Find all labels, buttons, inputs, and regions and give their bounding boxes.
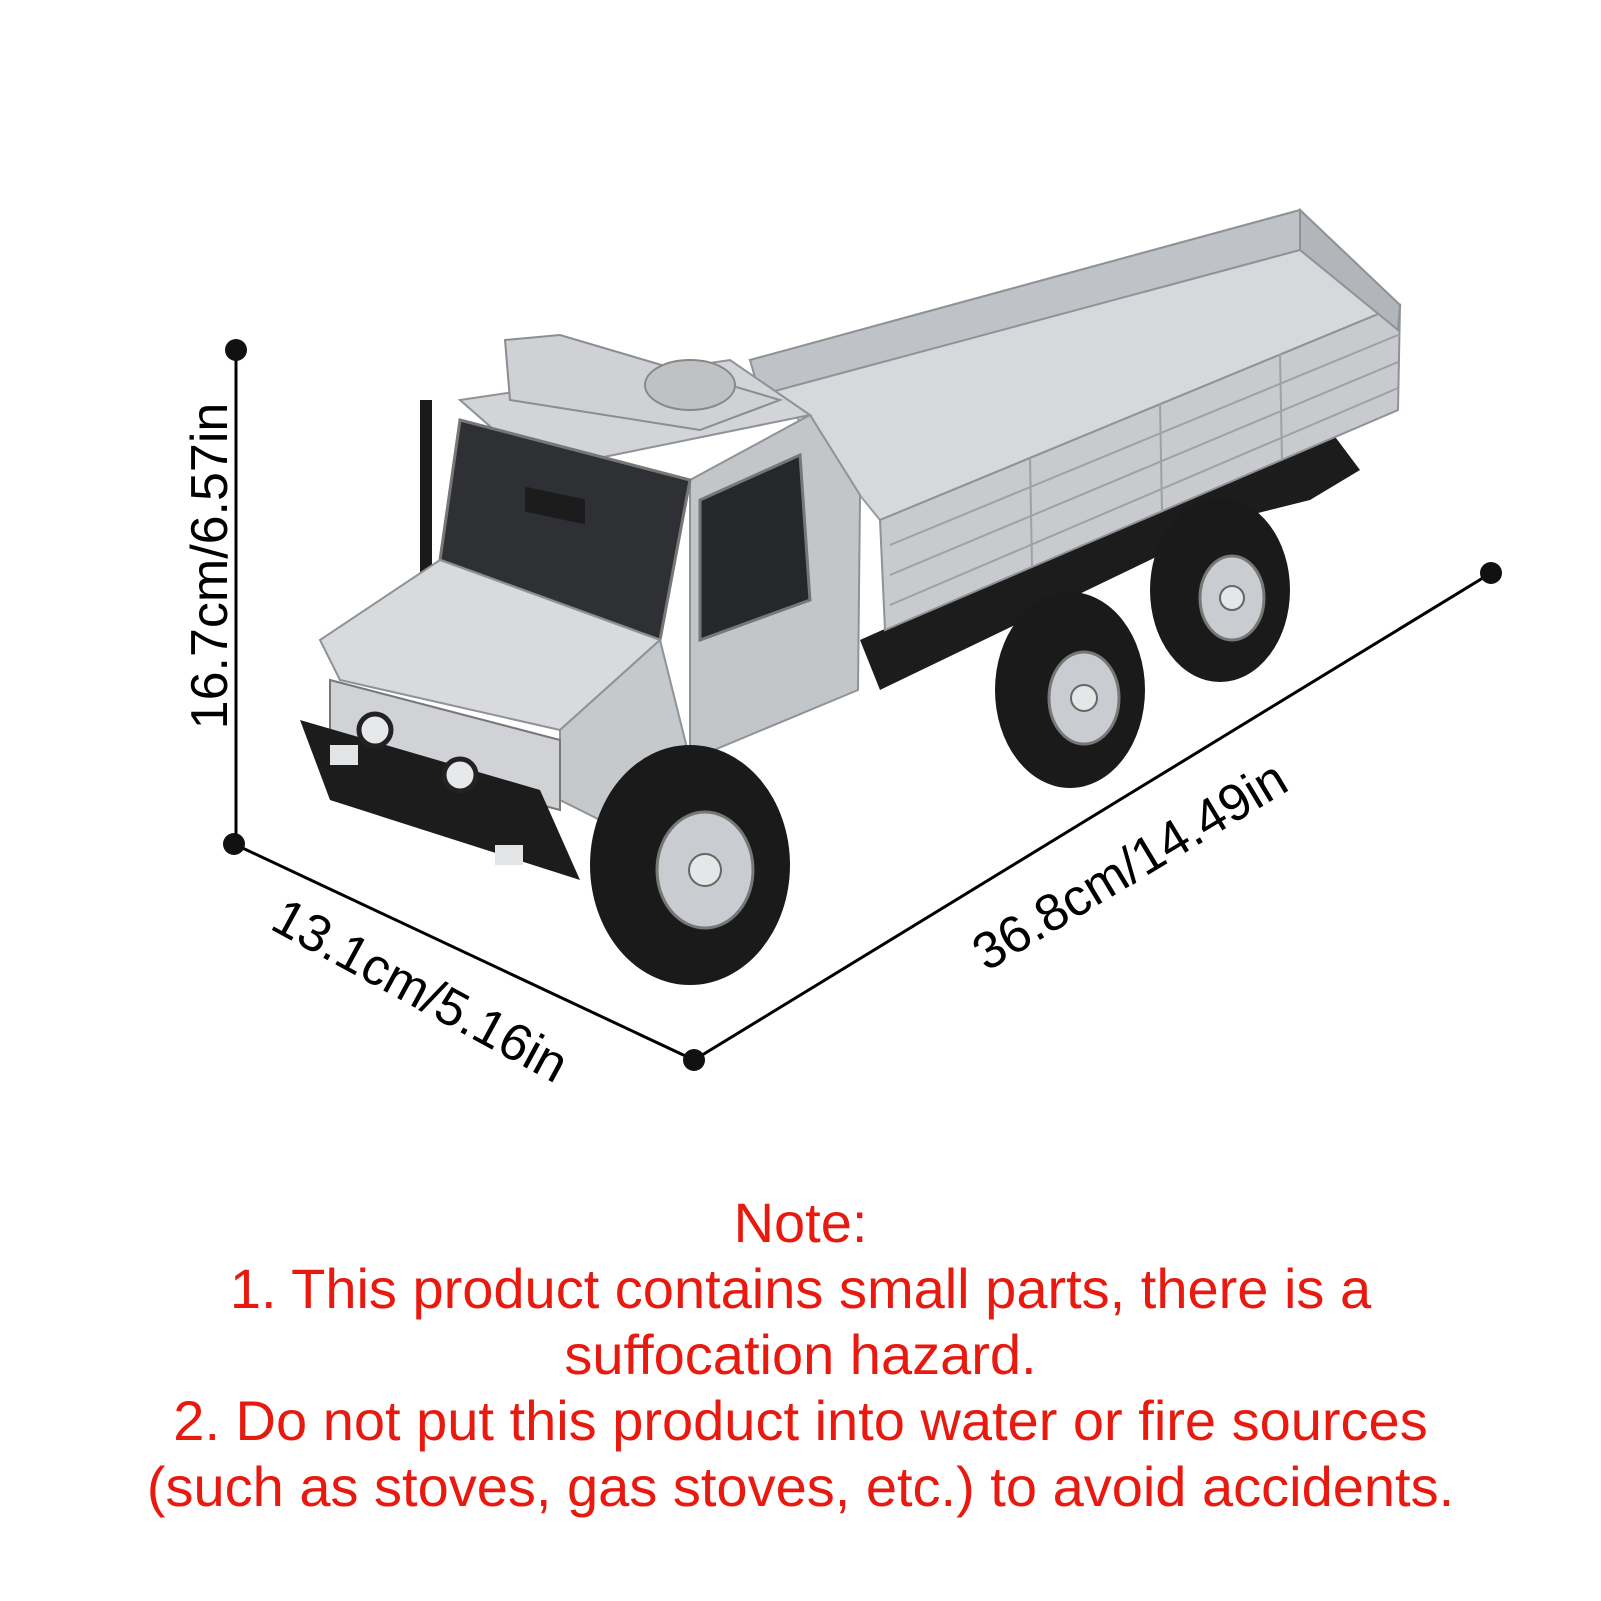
width-end-dot [683,1049,705,1071]
cargo-bed-side-wall [878,303,1402,632]
safety-note: Note: 1. This product contains small par… [60,1190,1541,1520]
cab-side-window [698,452,812,643]
fog-light-right [495,845,523,865]
height-dimension-label: 16.7cm/6.57in [181,402,239,730]
note-line-4: (such as stoves, gas stoves, etc.) to av… [146,1455,1455,1518]
cab-roof-dome [644,359,736,411]
truck-chassis [860,430,1360,690]
note-line-1: 1. This product contains small parts, th… [229,1257,1372,1320]
headlight-right [441,756,479,794]
truck-grille [329,678,561,812]
height-top-dot [225,339,247,361]
cargo-bed-end-wall [1299,207,1402,332]
fog-light-left [330,745,358,765]
cargo-bed-ribs [889,334,1399,606]
exhaust-pipe [420,400,432,580]
rear-wheel-2 [1150,498,1290,682]
note-line-3: 2. Do not put this product into water or… [173,1389,1428,1452]
headlight-left [356,711,394,749]
truck-image [300,207,1402,985]
length-line [693,571,1492,1062]
width-line [233,842,695,1062]
note-heading: Note: [733,1191,868,1254]
height-bottom-dot [223,833,245,855]
length-end-dot [1480,562,1502,584]
front-wheel [590,745,790,985]
dimension-endpoints [223,339,1502,1071]
rear-wheel-1 [995,592,1145,788]
cab-roof-vent-1 [525,486,585,525]
note-line-2: suffocation hazard. [564,1323,1037,1386]
dimension-lines [233,350,1492,1062]
truck-bumper [300,720,580,880]
